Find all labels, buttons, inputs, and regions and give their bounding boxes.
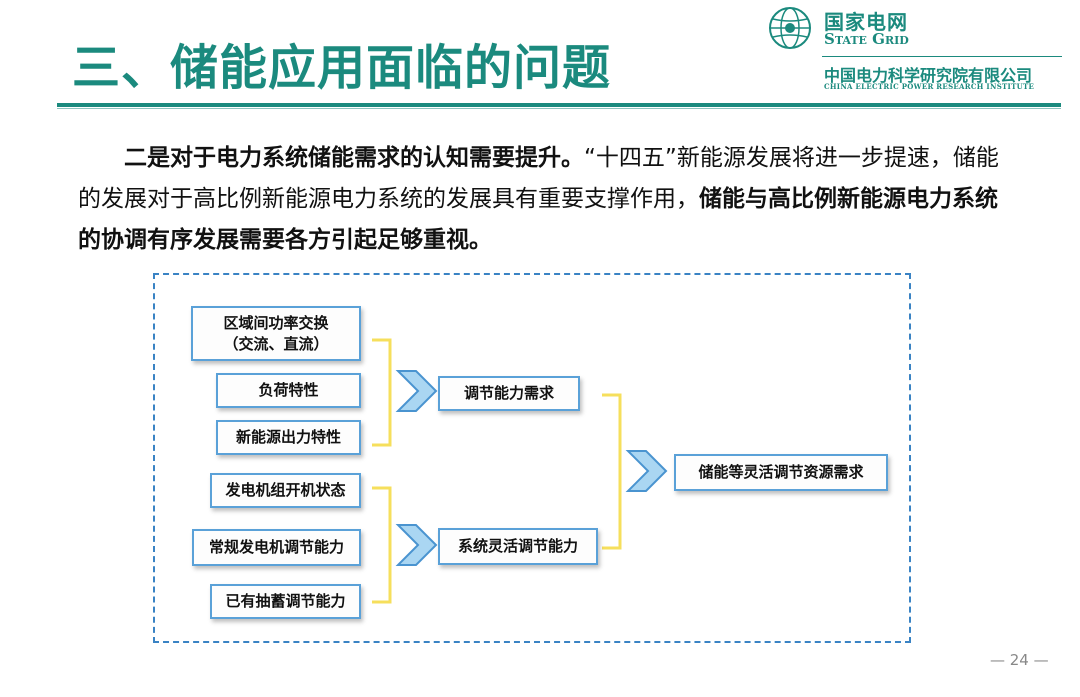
paragraph-normal-text: “十四五”新能源发展将进一步提速，储能的发展对于高比例新能源电力系统的发展具有重… bbox=[78, 145, 999, 212]
logo-en-name: State Grid bbox=[824, 30, 909, 48]
result-box-storage-demand: 储能等灵活调节资源需求 bbox=[674, 454, 888, 491]
paragraph-bold-lead: 二是对于电力系统储能需求的认知需要提升。 bbox=[124, 145, 584, 171]
logo-org-en-name: CHINA ELECTRIC POWER RESEARCH INSTITUTE bbox=[824, 82, 1035, 91]
globe-emblem-icon bbox=[769, 7, 811, 49]
title-underline-thin bbox=[57, 108, 1061, 109]
input-box-conventional-regulation: 常规发电机调节能力 bbox=[192, 529, 361, 566]
input-box-unit-commitment: 发电机组开机状态 bbox=[210, 473, 361, 508]
mid-box-system-flexibility: 系统灵活调节能力 bbox=[438, 528, 598, 565]
page-number: — 24 — bbox=[990, 651, 1049, 669]
state-grid-logo: 国家电网 State Grid 中国电力科学研究院有限公司 CHINA ELEC… bbox=[764, 4, 1064, 94]
diagram-frame bbox=[153, 273, 911, 643]
title-underline bbox=[57, 103, 1061, 107]
input-box-pumped-storage: 已有抽蓄调节能力 bbox=[210, 584, 361, 619]
input-box-load-characteristics: 负荷特性 bbox=[216, 373, 361, 408]
slide-title: 三、储能应用面临的问题 bbox=[72, 40, 612, 96]
logo-org-name: 中国电力科学研究院有限公司 bbox=[824, 66, 1033, 85]
input-box-power-exchange: 区域间功率交换 （交流、直流） bbox=[191, 306, 361, 361]
body-paragraph: 二是对于电力系统储能需求的认知需要提升。“十四五”新能源发展将进一步提速，储能的… bbox=[78, 138, 1013, 261]
logo-divider bbox=[822, 56, 1062, 57]
input-box-renewable-output: 新能源出力特性 bbox=[216, 420, 361, 455]
paragraph-bold-tail: 储能与高比例新能源电力系统的协调有序发展需要各方引起足够重视。 bbox=[78, 186, 998, 253]
mid-box-regulation-demand: 调节能力需求 bbox=[438, 376, 580, 411]
logo-cn-name: 国家电网 bbox=[824, 10, 908, 34]
